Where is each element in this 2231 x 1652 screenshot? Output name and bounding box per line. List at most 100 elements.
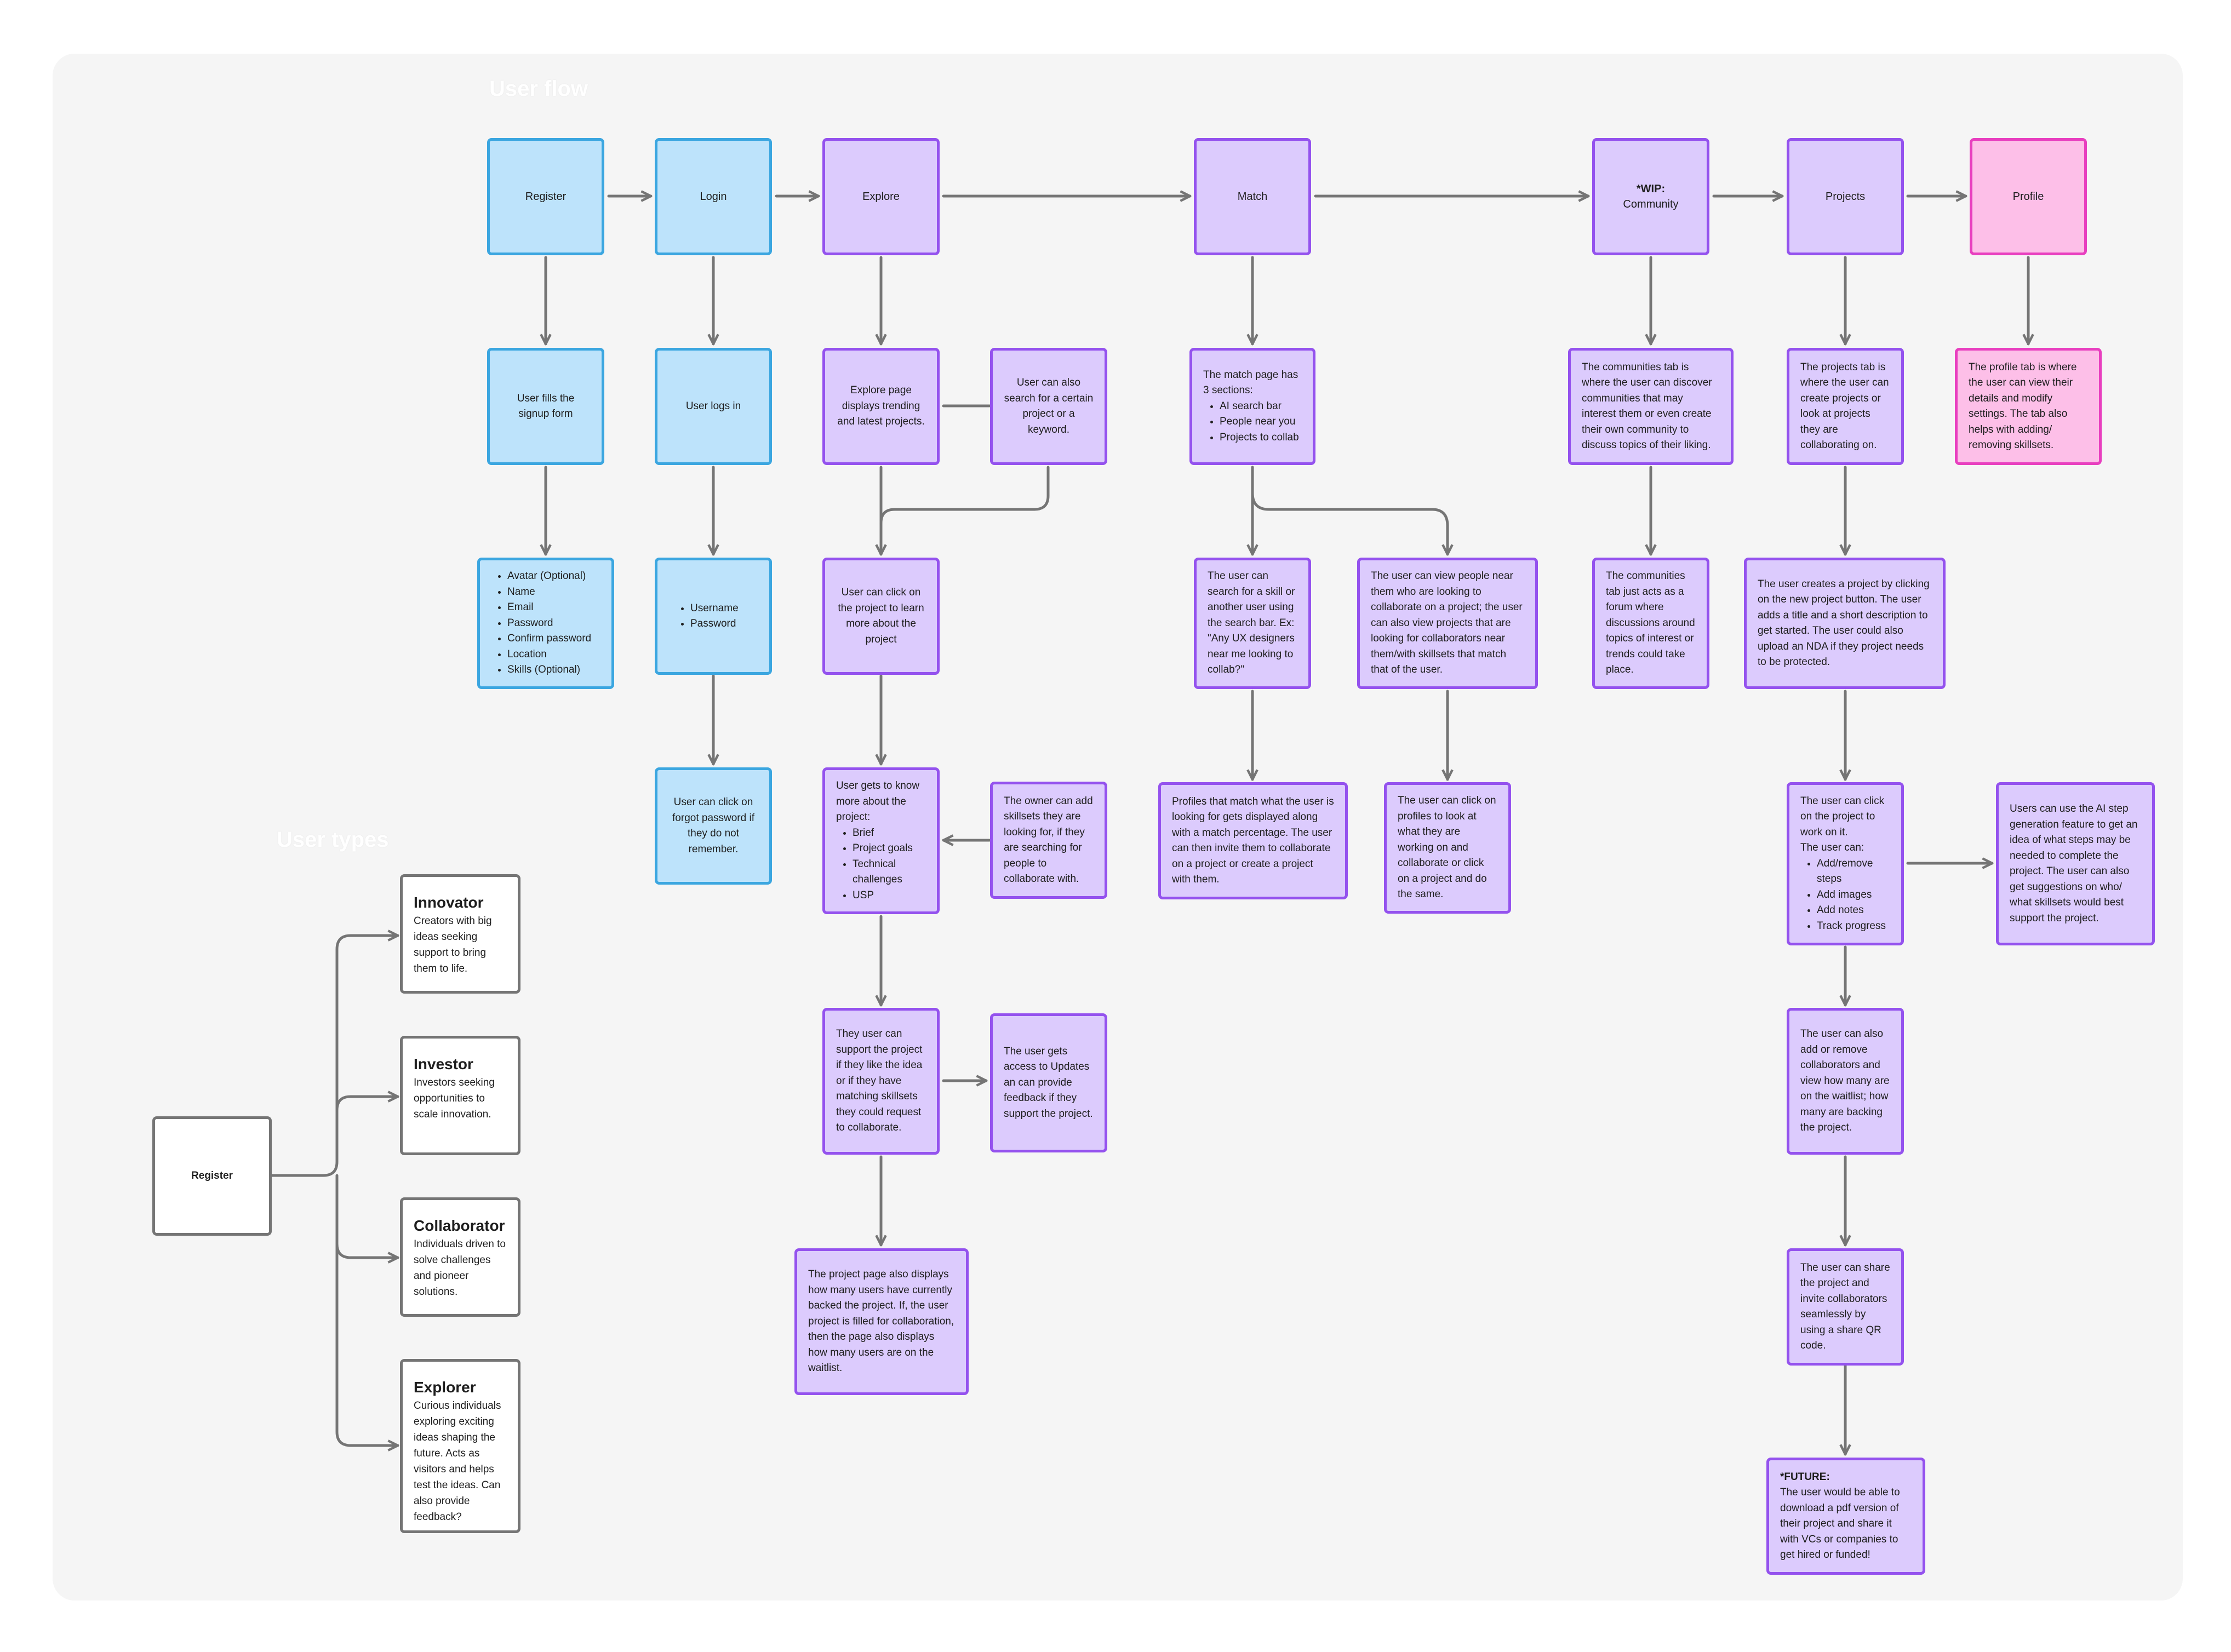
matched-profiles-node: Profiles that match what the user is loo… bbox=[1158, 782, 1348, 899]
share-qr-text: The user can share the project and invit… bbox=[1800, 1261, 1890, 1352]
match-section-item: AI search bar bbox=[1220, 399, 1302, 415]
profile-click-node: The user can click on profiles to look a… bbox=[1384, 782, 1511, 914]
explore-displays-text: Explore page displays trending and lates… bbox=[837, 385, 925, 428]
match-sections-list: AI search bar People near you Projects t… bbox=[1203, 399, 1302, 446]
user-type-title: Innovator bbox=[414, 894, 484, 911]
profile-tab-node: The profile tab is where the user can vi… bbox=[1955, 348, 2102, 465]
explore-node[interactable]: Explore bbox=[822, 138, 940, 255]
projects-tab-node: The projects tab is where the user can c… bbox=[1787, 348, 1904, 465]
collaborators-text: The user can also add or remove collabor… bbox=[1800, 1028, 1890, 1134]
communities-forum-node: The communities tab just acts as a forum… bbox=[1592, 558, 1709, 689]
signup-field-item: Skills (Optional) bbox=[507, 662, 600, 678]
user-type-desc: Individuals driven to solve challenges a… bbox=[414, 1238, 506, 1298]
profile-node[interactable]: Profile bbox=[1970, 138, 2087, 255]
updates-access-node: The user gets access to Updates an can p… bbox=[990, 1013, 1107, 1152]
communities-tab-text: The communities tab is where the user ca… bbox=[1582, 361, 1712, 451]
future-pdf-node: *FUTURE: The user would be able to downl… bbox=[1766, 1458, 1925, 1575]
backers-waitlist-text: The project page also displays how many … bbox=[808, 1269, 954, 1374]
projects-tab-text: The projects tab is where the user can c… bbox=[1800, 361, 1889, 451]
profile-tab-text: The profile tab is where the user can vi… bbox=[1969, 361, 2077, 451]
people-near-text: The user can view people near them who a… bbox=[1371, 570, 1523, 676]
user-type-title: Investor bbox=[414, 1056, 473, 1072]
signup-field-item: Password bbox=[507, 616, 600, 632]
signup-field-item: Email bbox=[507, 600, 600, 616]
communities-tab-node: The communities tab is where the user ca… bbox=[1568, 348, 1734, 465]
owner-skillsets-node: The owner can add skillsets they are loo… bbox=[990, 782, 1107, 899]
matched-profiles-text: Profiles that match what the user is loo… bbox=[1172, 795, 1334, 886]
work-project-item: Track progress bbox=[1817, 919, 1890, 934]
work-project-node: The user can click on the project to wor… bbox=[1787, 782, 1904, 945]
login-fields-node: Username Password bbox=[655, 558, 772, 675]
owner-skillsets-text: The owner can add skillsets they are loo… bbox=[1004, 795, 1093, 885]
forgot-password-node: User can click on forgot password if the… bbox=[655, 767, 772, 885]
signup-form-text: User fills the signup form bbox=[517, 392, 575, 420]
match-section-item: People near you bbox=[1220, 414, 1302, 430]
explore-displays-node: Explore page displays trending and lates… bbox=[822, 348, 940, 465]
signup-form-node: User fills the signup form bbox=[487, 348, 604, 465]
project-details-item: USP bbox=[853, 888, 926, 904]
user-type-card[interactable]: Explorer Curious individuals exploring e… bbox=[400, 1359, 520, 1533]
people-near-node: The user can view people near them who a… bbox=[1357, 558, 1538, 689]
signup-field-item: Confirm password bbox=[507, 631, 600, 647]
work-project-can: The user can: bbox=[1800, 842, 1864, 854]
match-section-item: Projects to collab bbox=[1220, 430, 1302, 446]
ai-steps-node: Users can use the AI step generation fea… bbox=[1996, 782, 2155, 945]
login-field-item: Password bbox=[690, 616, 758, 632]
match-sections-node: The match page has 3 sections: AI search… bbox=[1189, 348, 1315, 465]
user-type-card[interactable]: Collaborator Individuals driven to solve… bbox=[400, 1197, 520, 1317]
work-project-item: Add notes bbox=[1817, 903, 1890, 919]
project-learn-node: User can click on the project to learn m… bbox=[822, 558, 940, 675]
ai-search-node: The user can search for a skill or anoth… bbox=[1194, 558, 1311, 689]
community-node[interactable]: *WIP: Community bbox=[1592, 138, 1709, 255]
support-project-node: They user can support the project if the… bbox=[822, 1008, 940, 1155]
work-project-item: Add/remove steps bbox=[1817, 856, 1890, 887]
match-sections-intro: The match page has 3 sections: bbox=[1203, 369, 1298, 397]
collaborators-node: The user can also add or remove collabor… bbox=[1787, 1008, 1904, 1155]
project-details-intro: User gets to know more about the project… bbox=[836, 780, 920, 823]
forgot-password-text: User can click on forgot password if the… bbox=[672, 796, 754, 855]
support-project-text: They user can support the project if the… bbox=[836, 1028, 923, 1134]
user-type-card[interactable]: Investor Investors seeking opportunities… bbox=[400, 1036, 520, 1155]
explore-search-node: User can also search for a certain proje… bbox=[990, 348, 1107, 465]
explore-node-label: Explore bbox=[862, 190, 900, 203]
project-details-item: Project goals bbox=[853, 841, 926, 857]
ai-steps-text: Users can use the AI step generation fea… bbox=[2010, 803, 2138, 924]
future-tag: *FUTURE: bbox=[1780, 1471, 1830, 1483]
login-fields-list: Username Password bbox=[674, 601, 758, 632]
communities-forum-text: The communities tab just acts as a forum… bbox=[1606, 570, 1695, 676]
work-project-list: Add/remove steps Add images Add notes Tr… bbox=[1800, 856, 1890, 934]
updates-access-text: The user gets access to Updates an can p… bbox=[1004, 1045, 1093, 1120]
match-node[interactable]: Match bbox=[1194, 138, 1311, 255]
share-qr-node: The user can share the project and invit… bbox=[1787, 1248, 1904, 1366]
project-learn-text: User can click on the project to learn m… bbox=[838, 587, 924, 645]
create-project-node: The user creates a project by clicking o… bbox=[1744, 558, 1946, 689]
signup-field-item: Avatar (Optional) bbox=[507, 569, 600, 584]
login-node-label: Login bbox=[700, 190, 727, 203]
project-details-node: User gets to know more about the project… bbox=[822, 767, 940, 914]
logs-in-text: User logs in bbox=[685, 400, 741, 412]
user-types-register-node[interactable]: Register bbox=[152, 1116, 272, 1236]
future-pdf-text: The user would be able to download a pdf… bbox=[1780, 1487, 1900, 1561]
user-flow-title: User flow bbox=[489, 77, 588, 101]
projects-node[interactable]: Projects bbox=[1787, 138, 1904, 255]
user-type-desc: Investors seeking opportunities to scale… bbox=[414, 1077, 495, 1120]
user-type-title: Collaborator bbox=[414, 1217, 505, 1234]
user-type-title: Explorer bbox=[414, 1379, 476, 1396]
community-node-label: Community bbox=[1623, 198, 1679, 210]
signup-field-item: Location bbox=[507, 647, 600, 663]
project-details-item: Brief bbox=[853, 825, 926, 841]
explore-search-text: User can also search for a certain proje… bbox=[1004, 377, 1094, 435]
profile-click-text: The user can click on profiles to look a… bbox=[1398, 795, 1496, 900]
login-node[interactable]: Login bbox=[655, 138, 772, 255]
user-type-desc: Curious individuals exploring exciting i… bbox=[414, 1400, 501, 1523]
signup-field-item: Name bbox=[507, 584, 600, 600]
register-node[interactable]: Register bbox=[487, 138, 604, 255]
community-wip-tag: *WIP: bbox=[1636, 182, 1666, 195]
user-type-card[interactable]: Innovator Creators with big ideas seekin… bbox=[400, 874, 520, 994]
profile-node-label: Profile bbox=[2012, 190, 2044, 203]
work-project-item: Add images bbox=[1817, 887, 1890, 903]
logs-in-node: User logs in bbox=[655, 348, 772, 465]
projects-node-label: Projects bbox=[1825, 190, 1866, 203]
signup-fields-node: Avatar (Optional) Name Email Password Co… bbox=[477, 558, 614, 689]
backers-waitlist-node: The project page also displays how many … bbox=[794, 1248, 969, 1395]
